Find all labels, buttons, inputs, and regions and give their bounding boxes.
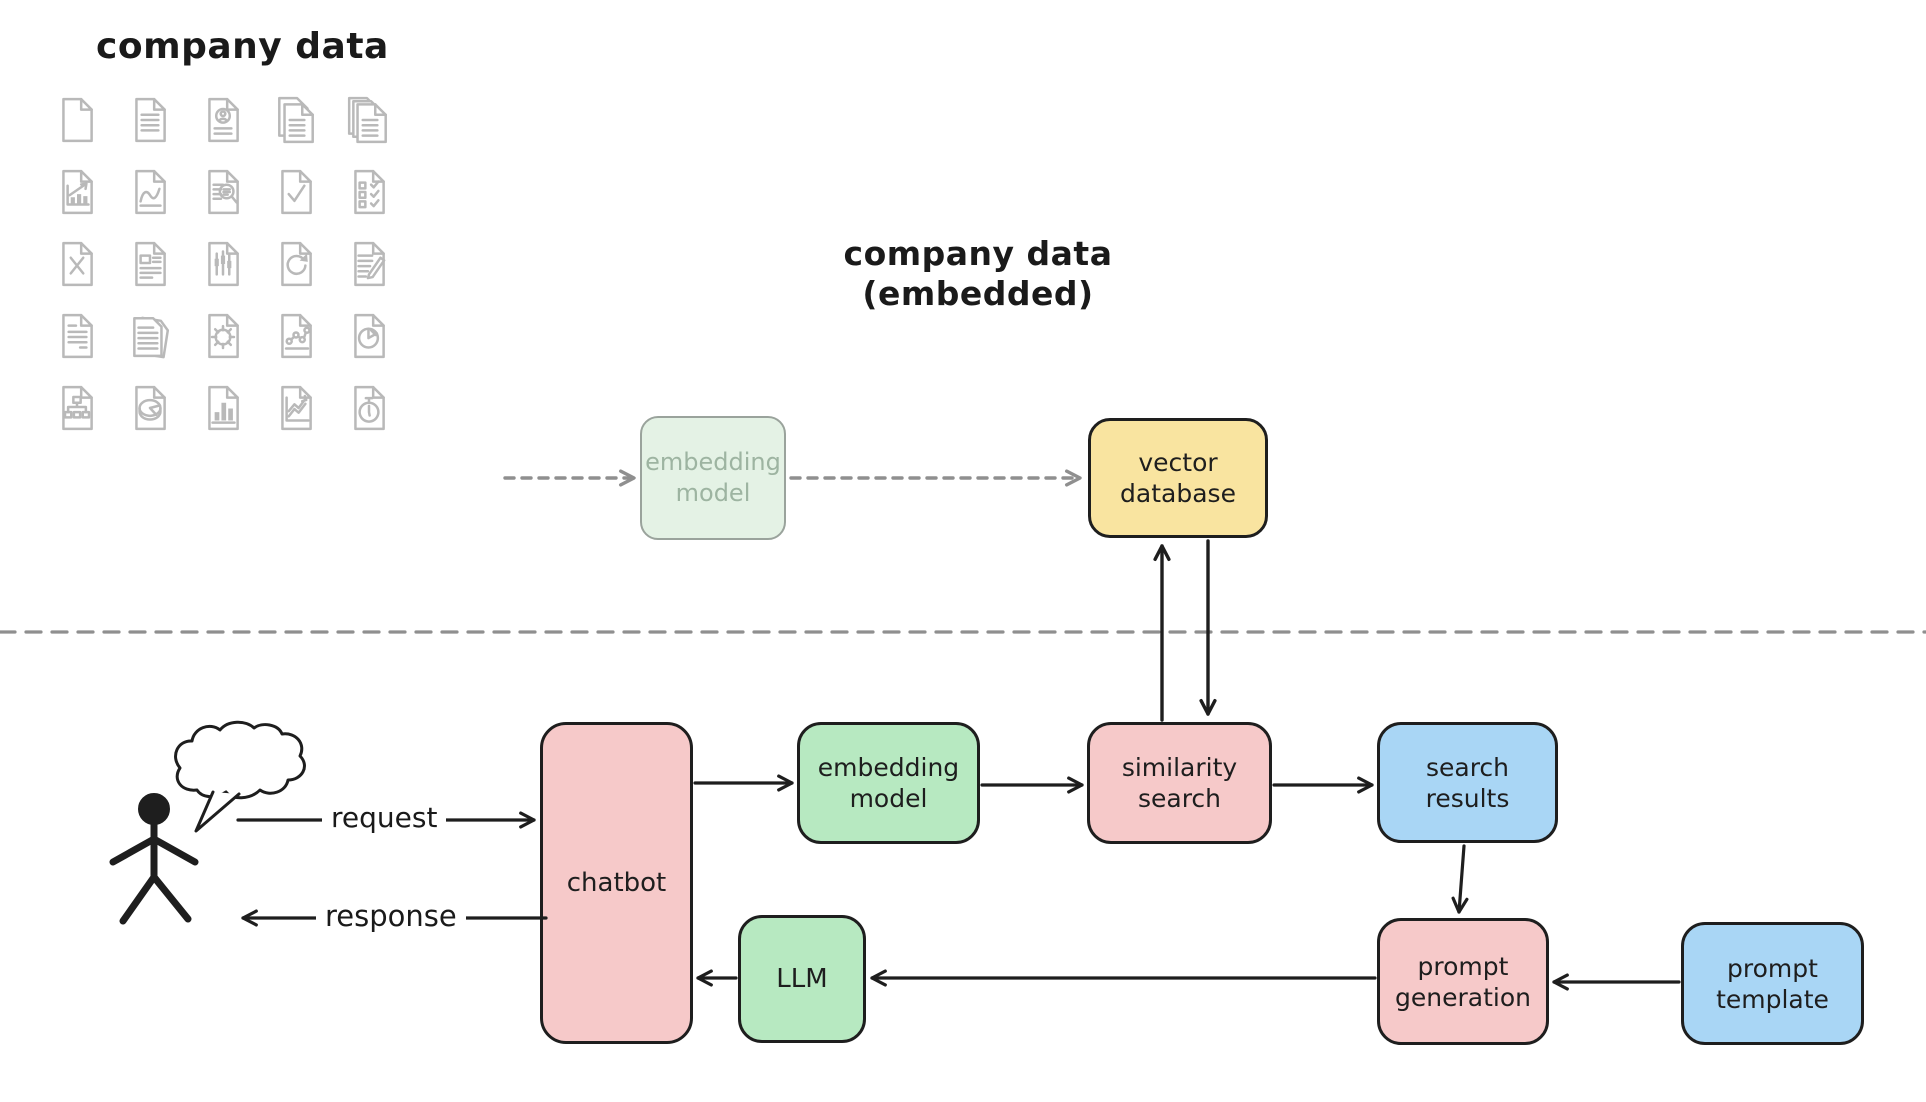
- results-to-promptgen-arrow: [1451, 844, 1469, 914]
- similarity-to-results-arrow: [1272, 776, 1374, 794]
- user-figure-group: [109, 720, 306, 925]
- vector-database-node: vector database: [1088, 418, 1268, 538]
- person-icon: [109, 793, 199, 925]
- chatbot-to-embedding-arrow: [693, 774, 794, 792]
- embedding-to-vectordb-arrow: [789, 469, 1082, 487]
- tilted-document-stack-icon: [133, 316, 170, 359]
- llm-to-chatbot-arrow: [696, 969, 738, 987]
- vectordb-to-similarity-arrow: [1199, 539, 1217, 716]
- line-chart-document-icon: [135, 169, 166, 215]
- template-to-promptgen-arrow: [1552, 973, 1681, 991]
- text-document-icon: [135, 97, 166, 143]
- llm-node: LLM: [738, 915, 866, 1043]
- article-document-icon: [135, 241, 166, 287]
- error-document-icon: [62, 241, 93, 287]
- company-data-title: company data: [96, 26, 389, 67]
- org-chart-document-icon: [62, 385, 93, 431]
- checklist-document-icon: [354, 169, 385, 215]
- embedding-model-faded-node: embedding model: [640, 416, 786, 540]
- company-data-icon-grid: [53, 96, 393, 432]
- similarity-to-vectordb-arrow: [1153, 544, 1171, 722]
- edit-document-icon: [354, 241, 386, 287]
- settings-document-icon: [208, 313, 239, 359]
- checkmark-document-icon: [281, 169, 312, 215]
- document-stack-3-icon: [347, 96, 387, 144]
- search-results-node: search results: [1377, 722, 1558, 843]
- embedding-to-similarity-arrow: [980, 776, 1084, 794]
- pie-chart-document-icon: [354, 313, 385, 359]
- similarity-search-node: similarity search: [1087, 722, 1272, 844]
- letter-document-icon: [62, 313, 93, 359]
- scatter-chart-document-icon: [281, 313, 312, 359]
- speech-bubble-icon: [174, 720, 306, 833]
- bar-chart-document-icon: [208, 385, 239, 431]
- refresh-document-icon: [281, 241, 312, 287]
- search-document-icon: [208, 169, 239, 215]
- candlestick-chart-document-icon: [208, 241, 239, 287]
- company-data-embedded-title: company data (embedded): [843, 234, 1113, 313]
- stopwatch-document-icon: [354, 385, 385, 431]
- document-stack-2-icon: [278, 96, 314, 144]
- multi-line-chart-document-icon: [281, 385, 312, 431]
- bar-chart-growth-document-icon: [62, 169, 93, 215]
- promptgen-to-llm-arrow: [870, 969, 1377, 987]
- prompt-template-node: prompt template: [1681, 922, 1864, 1045]
- prompt-generation-node: prompt generation: [1377, 918, 1549, 1045]
- chatbot-node: chatbot: [540, 722, 693, 1044]
- embedding-model-node: embedding model: [797, 722, 980, 844]
- blank-document-icon: [62, 97, 93, 143]
- request-label: request: [322, 801, 447, 834]
- data-to-embedding-arrow: [503, 469, 636, 487]
- response-label: response: [316, 899, 466, 933]
- resume-document-icon: [208, 97, 239, 143]
- pie-3d-document-icon: [135, 385, 166, 431]
